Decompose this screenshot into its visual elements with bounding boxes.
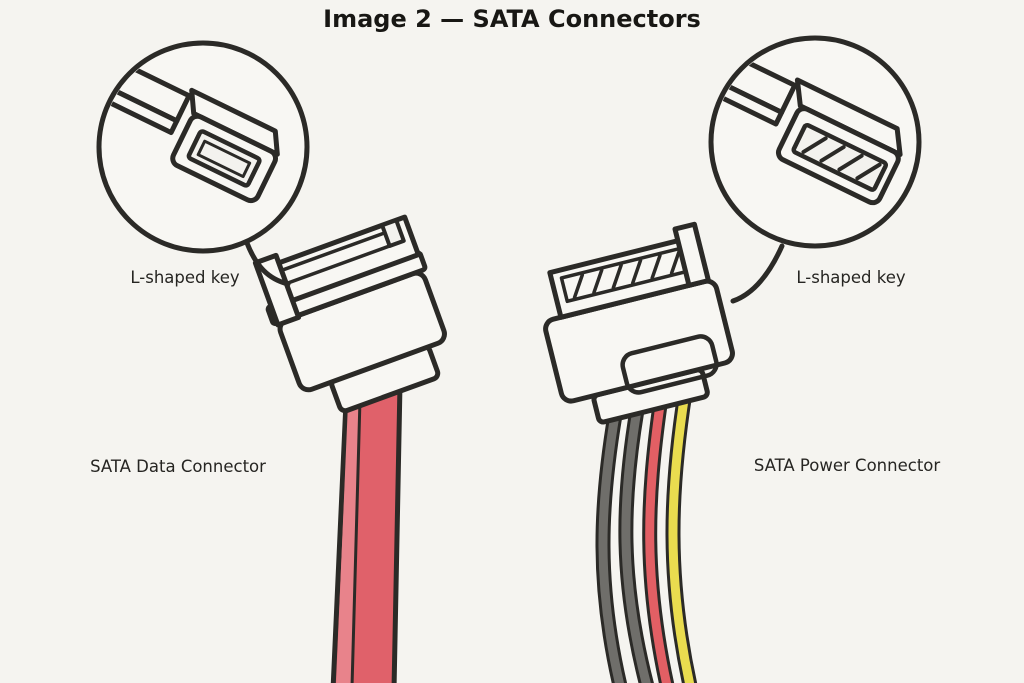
right-key-label: L-shaped key [796, 268, 905, 287]
ribbon-cable-seam [350, 397, 362, 683]
power-connector-housing [543, 221, 735, 425]
power-connector-caption: SATA Power Connector [754, 456, 941, 475]
power-connector-pillar [672, 221, 711, 288]
closeup-l-slot [186, 129, 262, 188]
power-closeup-drawing [714, 41, 903, 206]
wire-yellow [668, 392, 695, 683]
data-ribbon-cable [330, 381, 403, 683]
power-key-closeup: L-shaped key [708, 35, 922, 304]
l-shaped-key-notch [380, 218, 406, 248]
closeup-head-top [189, 87, 280, 157]
power-wires [595, 391, 698, 683]
wire-red [645, 404, 672, 683]
wire-black-2 [621, 409, 651, 683]
wire-black-1 [598, 414, 625, 683]
closeup-l-slot-inner [196, 139, 252, 179]
power-pin-teeth [572, 248, 682, 300]
data-connector-caption: SATA Data Connector [90, 457, 266, 476]
power-body-panel [620, 334, 719, 395]
diagram-title: Image 2 — SATA Connectors [323, 5, 701, 33]
closeup-head-top [794, 77, 903, 158]
closeup-pin-teeth [801, 136, 882, 181]
leader-line-right [730, 243, 785, 304]
closeup-cable-side [714, 43, 785, 127]
left-key-label: L-shaped key [130, 268, 239, 287]
sata-power-connector-figure [543, 221, 735, 683]
leader-line-left [244, 240, 291, 287]
